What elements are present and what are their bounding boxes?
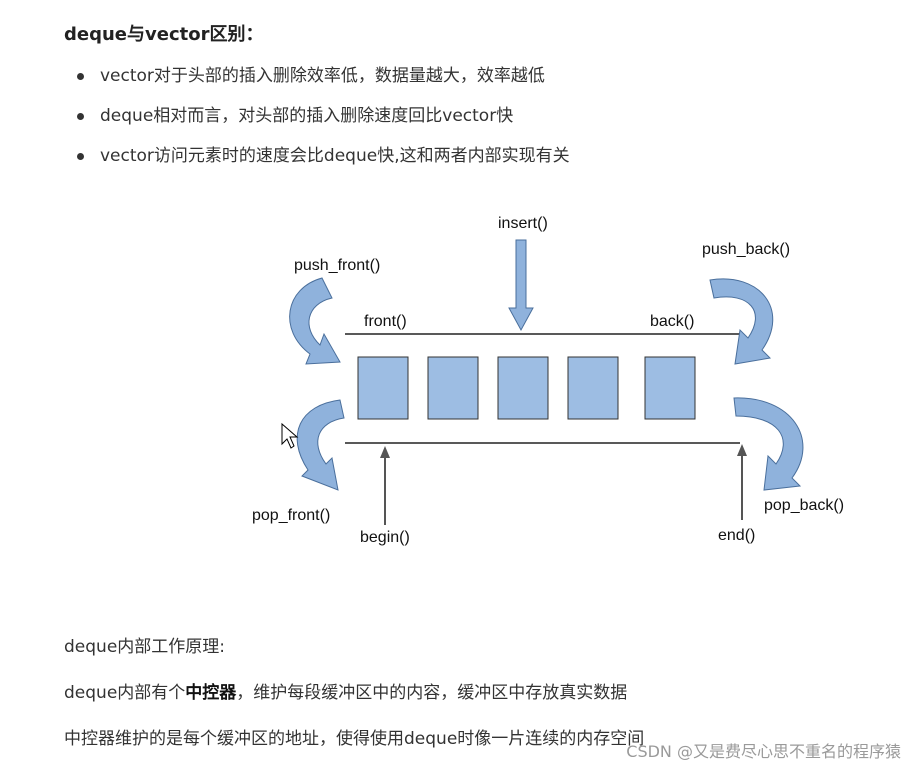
- label-push-back: push_back(): [702, 241, 790, 258]
- label-push-front: push_front(): [294, 257, 380, 274]
- label-front: front(): [364, 313, 407, 330]
- push-front-arrow: [289, 277, 341, 365]
- mouse-cursor-icon: [281, 422, 299, 449]
- csdn-watermark: CSDN @又是费尽心思不重名的程序猿: [626, 742, 901, 761]
- paragraph-principle-title: deque内部工作原理:: [64, 637, 226, 657]
- deque-block: [567, 356, 619, 420]
- paragraph-controller-post: ，维护每段缓冲区中的内容，缓冲区中存放真实数据: [236, 683, 628, 703]
- deque-blocks: [357, 356, 696, 420]
- label-pop-back: pop_back(): [764, 497, 844, 514]
- pop-back-arrow: [733, 397, 804, 491]
- label-begin: begin(): [360, 529, 410, 546]
- label-back: back(): [650, 313, 694, 330]
- bullet-item: vector对于头部的插入删除效率低，数据量越大，效率越低: [64, 62, 570, 102]
- label-pop-front: pop_front(): [252, 507, 330, 524]
- pop-front-arrow: [296, 399, 345, 491]
- deque-block: [427, 356, 479, 420]
- push-back-arrow: [709, 278, 774, 365]
- paragraph-controller-address: 中控器维护的是每个缓冲区的地址，使得使用deque时像一片连续的内存空间: [64, 729, 645, 749]
- deque-diagram: insert() push_front() push_back() front(…: [240, 200, 880, 560]
- bullet-item: deque相对而言，对头部的插入删除速度回比vector快: [64, 102, 570, 142]
- paragraph-controller: deque内部有个中控器，维护每段缓冲区中的内容，缓冲区中存放真实数据: [64, 678, 627, 703]
- paragraph-controller-bold: 中控器: [185, 683, 237, 703]
- deque-block: [497, 356, 549, 420]
- insert-arrow: [508, 239, 534, 332]
- deque-block: [357, 356, 409, 420]
- paragraph-controller-pre: deque内部有个: [64, 683, 186, 703]
- deque-block: [644, 356, 696, 420]
- bullet-item: vector访问元素时的速度会比deque快,这和两者内部实现有关: [64, 142, 570, 182]
- bullet-list: vector对于头部的插入删除效率低，数据量越大，效率越低 deque相对而言，…: [64, 62, 570, 182]
- section-heading: deque与vector区别：: [64, 24, 264, 45]
- label-end: end(): [718, 527, 755, 544]
- label-insert: insert(): [498, 215, 548, 232]
